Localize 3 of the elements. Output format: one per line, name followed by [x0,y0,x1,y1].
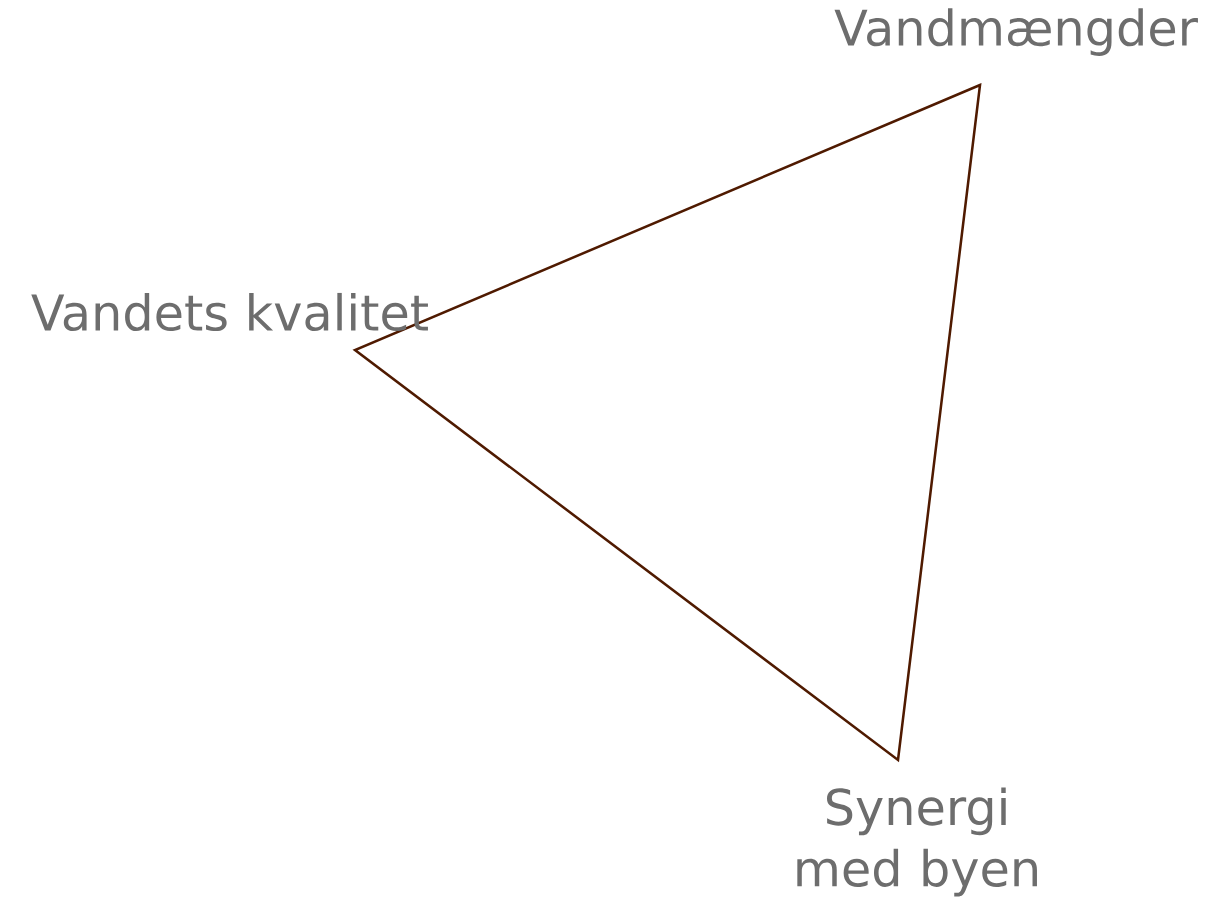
vertex-label: Synergi med byen [797,787,1037,897]
vertex-label: Vandets kvalitet [31,292,428,332]
vertex-label: Vandmængder [834,8,1198,56]
